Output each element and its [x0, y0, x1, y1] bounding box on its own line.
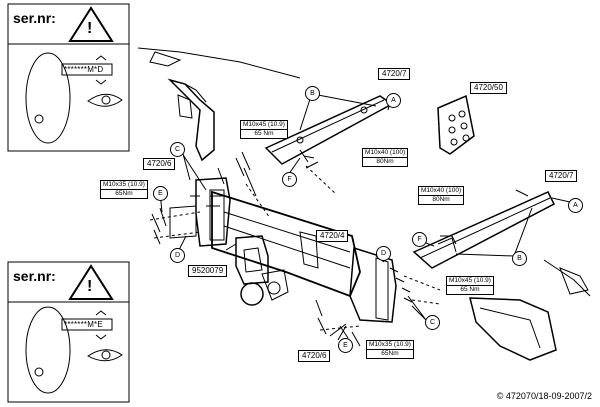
serial-code-top: *******M*D: [64, 65, 104, 74]
serial-label-top: ser.nr:: [13, 10, 56, 26]
part-label-4720-6-left: 4720/6: [143, 158, 176, 170]
bolt-spec-m10x40-top: M10x40 (100)80Nm: [362, 148, 409, 167]
part-label-4720-7-right: 4720/7: [545, 170, 578, 182]
copyright-footer: © 472070/18-09-2007/2: [496, 391, 592, 401]
callout-f-right: F: [412, 232, 427, 247]
serial-panel-bottom-frame: [7, 261, 130, 403]
warning-triangle-icon: [68, 6, 114, 42]
eye-icon: [87, 93, 123, 107]
serial-label-bottom: ser.nr:: [13, 268, 56, 284]
bolt-spec-m10x35-bottom: M10x35 (10.9)65Nm: [366, 340, 414, 359]
warning-exclamation-icon: !: [87, 20, 93, 37]
bolt-spec-m10x40-right: M10x40 (100)80Nm: [418, 186, 465, 205]
callout-c-left: C: [170, 142, 185, 157]
callout-d-left: D: [170, 248, 185, 263]
callout-f-top: F: [282, 172, 297, 187]
warning-triangle-icon-2: [68, 264, 114, 300]
callout-e-left: E: [153, 186, 168, 201]
serial-panel-top-frame: [7, 3, 130, 152]
bolt-spec-m10x35-left: M10x35 (10.9)65Nm: [100, 180, 148, 199]
bolt-spec-m10x45-left: M10x45 (10.9)65 Nm: [240, 120, 288, 139]
plate-outline: [25, 52, 71, 144]
callout-a-right: A: [568, 198, 583, 213]
callout-e-bottom: E: [338, 338, 353, 353]
part-label-9520079: 9520079: [188, 265, 228, 277]
tow-ball: [240, 282, 264, 306]
serial-code-bottom: *******M*E: [64, 320, 103, 329]
callout-a-top: A: [386, 93, 401, 108]
callout-b-right: B: [512, 251, 527, 266]
part-label-4720-7-top: 4720/7: [378, 68, 411, 80]
eye-icon-2: [87, 349, 123, 362]
callout-b-top: B: [305, 86, 320, 101]
part-label-4720-4: 4720/4: [316, 230, 349, 242]
part-label-4720-50: 4720/50: [470, 82, 507, 94]
part-label-4720-6-bottom: 4720/6: [298, 350, 331, 362]
warning-exclamation-icon-2: !: [87, 278, 93, 295]
callout-d-right: D: [376, 246, 391, 261]
callout-c-right: C: [425, 315, 440, 330]
bolt-spec-m10x45-right: M10x45 (10.9)65 Nm: [446, 276, 494, 295]
